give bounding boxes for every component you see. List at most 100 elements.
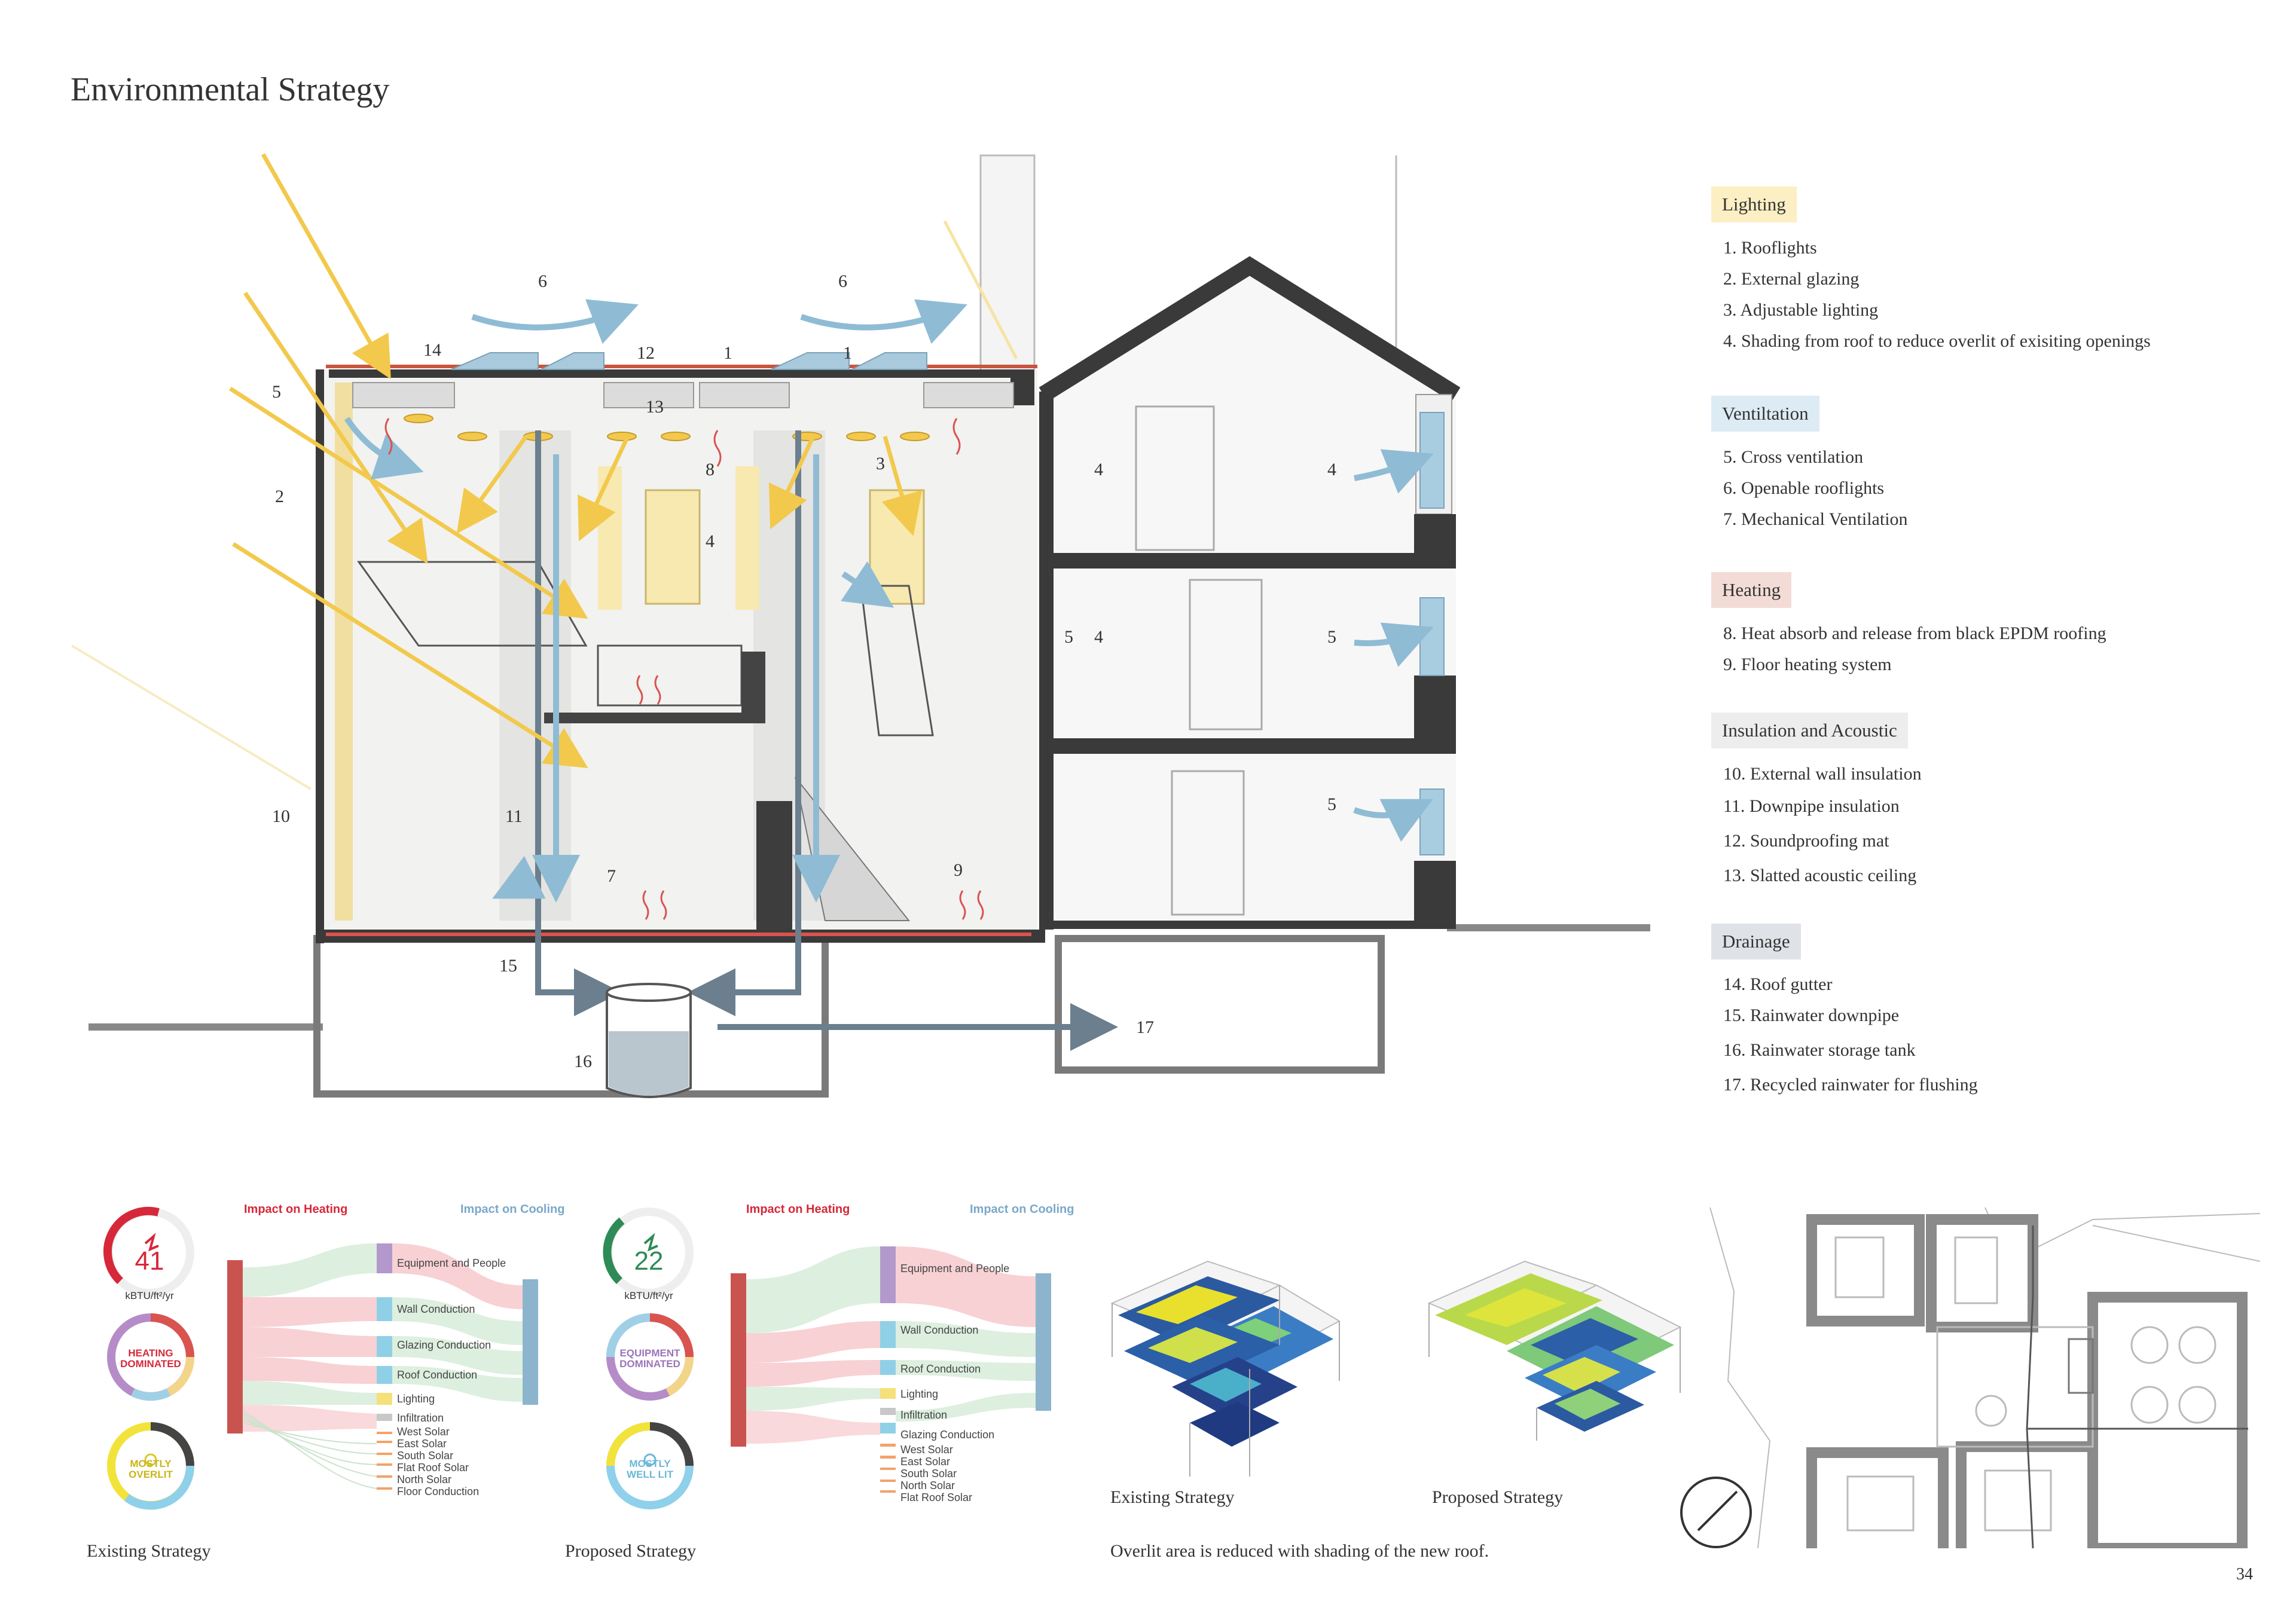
section-label-6: 6 (838, 271, 847, 291)
sankey-label: East Solar (900, 1456, 951, 1468)
section-label-4: 4 (1094, 460, 1103, 479)
daylight-existing-caption: Existing Strategy (1110, 1487, 1235, 1507)
wall-left (316, 369, 324, 943)
legend-item: 16. Rainwater storage tank (1723, 1040, 1916, 1060)
basement-right (1055, 935, 1385, 1074)
site-plan (1709, 1207, 2260, 1548)
sankey-label: Equipment and People (900, 1263, 1010, 1274)
right-floor-2 (1043, 738, 1456, 754)
section-label-2: 2 (275, 487, 284, 506)
legend-item: 17. Recycled rainwater for flushing (1723, 1075, 1978, 1095)
legend-item: 1. Rooflights (1723, 238, 1817, 258)
pitched-roof (1039, 256, 1461, 402)
existing-eui-value: 41 (135, 1246, 164, 1276)
legend-item: 10. External wall insulation (1723, 764, 1922, 784)
legend-ventilation-title: Ventiltation (1711, 396, 1819, 432)
proposed-eui-value: 22 (634, 1246, 664, 1276)
sankey-label: Lighting (397, 1393, 435, 1405)
sankey-label: Floor Conduction (397, 1486, 480, 1497)
existing-tower (979, 154, 1036, 372)
sankey-label: Flat Roof Solar (397, 1462, 469, 1474)
sankey-label: Wall Conduction (397, 1303, 475, 1315)
legend-item: 3. Adjustable lighting (1723, 300, 1879, 320)
legend-item: 9. Floor heating system (1723, 655, 1892, 674)
proposed-light-donut (606, 1422, 694, 1509)
section-label-12: 12 (637, 343, 655, 363)
section-label-14: 14 (423, 340, 441, 360)
sankey-label: Infiltration (397, 1412, 444, 1424)
proposed-sankey (731, 1246, 1051, 1493)
sankey-label: Equipment and People (397, 1257, 506, 1269)
section-label-8: 8 (706, 460, 715, 479)
legend-item: 15. Rainwater downpipe (1723, 1005, 1900, 1025)
existing-impact-cooling: Impact on Cooling (460, 1203, 565, 1216)
sankey-label: North Solar (397, 1474, 452, 1486)
existing-badge-heating: HEATING DOMINATED (120, 1347, 181, 1370)
sankey-label: Roof Conduction (397, 1369, 478, 1381)
section-label-16: 16 (574, 1052, 592, 1071)
section-label-6: 6 (538, 271, 547, 291)
sankey-label: South Solar (397, 1450, 454, 1462)
north-arrow-icon (1680, 1477, 1752, 1548)
legend-item: 7. Mechanical Ventilation (1723, 509, 1908, 529)
section-label-11: 11 (505, 806, 523, 826)
section-label-13: 13 (646, 397, 664, 417)
sankey-label: Flat Roof Solar (900, 1491, 973, 1503)
ventilation-arrows (344, 299, 1434, 903)
proposed-impact-cooling: Impact on Cooling (970, 1203, 1074, 1216)
section-label-4: 4 (1327, 460, 1336, 479)
proposed-eui-unit: kBTU/ft²/yr (624, 1290, 673, 1301)
legend-item: 11. Downpipe insulation (1723, 796, 1900, 816)
right-floor-1 (1043, 553, 1456, 568)
section-label-7: 7 (607, 866, 616, 886)
section-label-17: 17 (1136, 1017, 1154, 1037)
legend-item: 12. Soundproofing mat (1723, 831, 1889, 851)
legend-item: 8. Heat absorb and release from black EP… (1723, 623, 2106, 643)
sunlight-arrows (229, 153, 923, 768)
existing-sankey (227, 1243, 538, 1490)
daylight-note: Overlit area is reduced with shading of … (1110, 1541, 1489, 1561)
sankey-label: Infiltration (900, 1409, 948, 1421)
proposed-badge-equipment: EQUIPMENT DOMINATED (619, 1347, 680, 1370)
legend-item: 2. External glazing (1723, 269, 1860, 289)
section-label-15: 15 (499, 956, 517, 976)
sankey-label: Roof Conduction (900, 1363, 981, 1375)
existing-daylight-model (1110, 1260, 1341, 1477)
rainwater-tank (606, 983, 692, 1098)
legend-item: 5. Cross ventilation (1723, 447, 1864, 467)
section-label-9: 9 (954, 860, 963, 880)
legend-insulation-title: Insulation and Acoustic (1711, 713, 1908, 748)
legend-item: 6. Openable rooflights (1723, 478, 1885, 498)
page-title: Environmental Strategy (71, 71, 390, 108)
sankey-label: Wall Conduction (900, 1324, 979, 1336)
main-hall-interior (320, 369, 1037, 939)
section-label-1: 1 (723, 343, 732, 363)
legend-lighting-title: Lighting (1711, 187, 1797, 222)
section-label-5: 5 (1327, 627, 1336, 647)
section-label-4: 4 (1094, 627, 1103, 647)
sankey-label: Lighting (900, 1388, 939, 1400)
section-label-4: 4 (706, 531, 715, 551)
existing-eui-unit: kBTU/ft²/yr (125, 1290, 174, 1301)
section-label-1: 1 (843, 343, 852, 363)
sankey-label: West Solar (397, 1426, 450, 1438)
legend-item: 14. Roof gutter (1723, 974, 1833, 994)
proposed-eui-gauge (603, 1208, 694, 1297)
section-label-5: 5 (1327, 794, 1336, 814)
existing-eui-gauge (103, 1206, 194, 1297)
basement-left (313, 935, 829, 1098)
mezzanine-slab (544, 713, 759, 723)
section-label-10: 10 (272, 806, 290, 826)
legend-drainage-title: Drainage (1711, 924, 1801, 959)
section-label-5: 5 (1064, 627, 1073, 647)
insulated-wall-left (335, 383, 353, 921)
roof-slab (329, 369, 1034, 378)
existing-impact-heating: Impact on Heating (244, 1203, 348, 1216)
roof-gutter (326, 365, 1037, 368)
right-building (1043, 266, 1456, 927)
heat-arrows (384, 418, 984, 920)
existing-heating-donut (107, 1313, 195, 1401)
legend-heating-title: Heating (1711, 572, 1792, 608)
sankey-label: Glazing Conduction (397, 1339, 491, 1351)
